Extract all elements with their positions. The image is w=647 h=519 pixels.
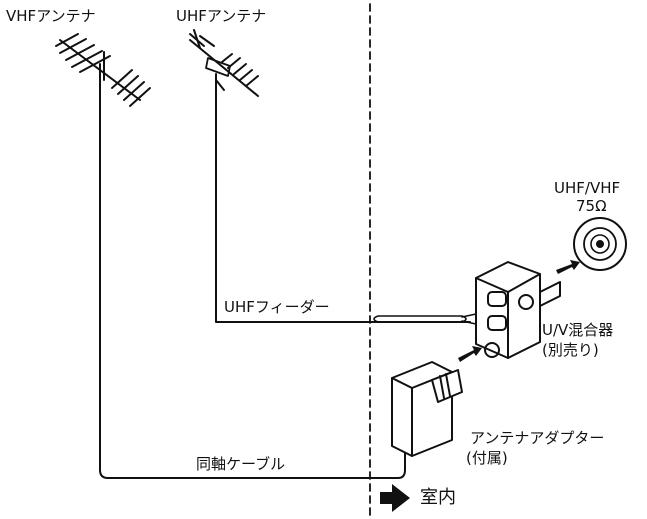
arrow-to-jack-icon [556,260,580,274]
wall-jack-icon [573,217,627,271]
jack-type-label: UHF/VHF [554,179,621,197]
indoor-label: 室内 [420,487,456,508]
mixer-label: U/V混合器 [542,321,614,339]
uhf-feeder-line [215,73,471,323]
vhf-antenna-icon [55,33,151,107]
antenna-adapter-icon [391,361,463,457]
mixer-note-label: (別売り) [542,341,599,359]
uv-mixer-icon [475,261,561,359]
uhf-antenna-icon [189,29,259,97]
uhf-feeder-label: UHFフィーダー [224,298,330,316]
coax-cable-line [99,63,406,479]
indoor-arrow-icon [380,484,410,512]
impedance-label: 75Ω [576,197,607,215]
feeder-end-icon [373,313,477,325]
coax-cable-label: 同軸ケーブル [196,455,286,473]
vhf-antenna-label: VHFアンテナ [6,7,96,25]
uhf-antenna-label: UHFアンテナ [176,7,267,25]
adapter-note-label: (付属) [466,449,508,467]
arrow-to-mixer-icon [458,346,482,362]
adapter-label: アンテナアダプター [470,429,605,447]
connection-arrows [380,260,580,512]
